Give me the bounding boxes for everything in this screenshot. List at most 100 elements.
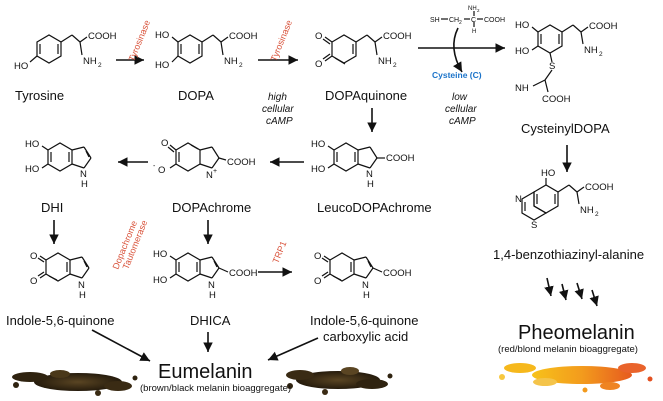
arrow-indole-quinone-acid-to-eumelanin <box>267 337 319 361</box>
arrow-indole-quinone-to-eumelanin <box>91 329 151 362</box>
benzothiazinyl-structure: HO S N COOH NH 2 <box>515 168 614 231</box>
dhica-n: N <box>208 280 215 291</box>
dhi-h: H <box>81 179 88 190</box>
dhica-cooh: COOH <box>229 268 258 279</box>
dopachrome-o: O <box>161 138 168 149</box>
condition-low-1: low <box>452 92 468 103</box>
eumelanin-blot-left <box>12 370 138 396</box>
indole-quinone-acid-structure: O O N H COOH <box>314 251 412 301</box>
benzothiazinyl-label: 1,4-benzothiazinyl-alanine <box>493 247 644 262</box>
tyrosine-nh: NH <box>83 56 97 67</box>
dhi-structure: HO HO N H <box>25 139 92 190</box>
indole-quinone-label: Indole-5,6-quinone <box>6 313 114 328</box>
indole-quinone-acid-label-2: carboxylic acid <box>323 329 408 344</box>
benzothiazinyl-nh: NH <box>580 205 594 216</box>
benzothiazinyl-cooh: COOH <box>585 182 614 193</box>
dhica-structure: HO HO N H COOH <box>153 249 258 301</box>
cysteinyldopa-cooh-1: COOH <box>589 21 618 32</box>
dhica-ho-1: HO <box>153 249 167 260</box>
dopa-cooh: COOH <box>229 31 258 42</box>
cysteinyldopa-nh-1-sub: 2 <box>599 51 603 58</box>
dopachrome-label: DOPAchrome <box>172 200 251 215</box>
tyrosine-structure: COOH NH 2 HO <box>14 31 117 72</box>
dopa-ho-1: HO <box>155 30 169 41</box>
condition-high-2: cellular <box>262 104 294 115</box>
leucodopachrome-n: N <box>366 169 373 180</box>
cysteine-ch-sub: 2 <box>459 20 462 26</box>
arrow-pheo-3 <box>574 282 584 300</box>
indole-quinone-acid-h: H <box>363 290 370 301</box>
indole-quinone-acid-o-1: O <box>314 251 321 262</box>
condition-high-3: cAMP <box>266 116 293 127</box>
cysteine-cooh: COOH <box>484 17 505 24</box>
leucodopachrome-ho-1: HO <box>311 139 325 150</box>
indole-quinone-acid-o-2: O <box>314 276 321 287</box>
pheomelanin-label: Pheomelanin <box>518 322 635 344</box>
dhica-label: DHICA <box>190 313 231 328</box>
dopa-nh: NH <box>224 56 238 67</box>
cysteinyldopa-ho-2: HO <box>515 46 529 57</box>
indole-quinone-structure: O O N H <box>30 251 90 301</box>
dhica-h: H <box>209 290 216 301</box>
cysteinyldopa-h2n: NH <box>515 83 529 94</box>
leucodopachrome-structure: HO HO N H COOH <box>311 139 415 190</box>
leucodopachrome-ho-2: HO <box>311 164 325 175</box>
dhi-n: N <box>80 169 87 180</box>
arrow-pheo-1 <box>544 277 554 297</box>
condition-low-2: cellular <box>445 104 477 115</box>
dopa-ho-2: HO <box>155 60 169 71</box>
dopaquinone-cooh: COOH <box>383 31 412 42</box>
tyrosine-ho: HO <box>14 61 28 72</box>
leucodopachrome-h: H <box>367 179 374 190</box>
cysteine-ch: CH <box>449 17 459 24</box>
arrow-cysteine-addition <box>453 27 463 73</box>
indole-quinone-h: H <box>79 290 86 301</box>
dopaquinone-o-1: O <box>315 31 322 42</box>
eumelanin-blot-right <box>286 367 393 395</box>
cysteine-sh: SH <box>430 17 440 24</box>
condition-high-1: high <box>268 92 287 103</box>
benzothiazinyl-n: N <box>515 194 522 205</box>
cysteinyldopa-s: S <box>549 61 555 72</box>
eumelanin-label: Eumelanin <box>158 361 253 383</box>
dopachrome-structure: O O - N + COOH <box>153 138 256 181</box>
dopaquinone-structure: COOH NH 2 O O <box>315 31 412 70</box>
tyrosine-nh-sub: 2 <box>98 62 102 69</box>
cysteine-label: Cysteine (C) <box>432 70 482 80</box>
dopachrome-minus: - <box>153 163 156 170</box>
cysteinyldopa-structure: COOH NH 2 HO HO S NH COOH <box>515 20 618 105</box>
condition-low-3: cAMP <box>449 116 476 127</box>
pheomelanin-blot <box>499 363 653 393</box>
dopachrome-cooh: COOH <box>227 157 256 168</box>
cysteinyldopa-cooh-2: COOH <box>542 94 571 105</box>
indole-quinone-o-1: O <box>30 251 37 262</box>
dopa-nh-sub: 2 <box>239 62 243 69</box>
enzyme-tyrosinase-1: Tyrosinase <box>127 19 153 63</box>
indole-quinone-acid-cooh: COOH <box>383 268 412 279</box>
tyrosine-label: Tyrosine <box>15 88 64 103</box>
dopaquinone-nh: NH <box>378 56 392 67</box>
dopaquinone-label: DOPAquinone <box>325 88 407 103</box>
dhi-label: DHI <box>41 200 63 215</box>
dopaquinone-nh-sub: 2 <box>393 62 397 69</box>
pheomelanin-sublabel: (red/blond melanin bioaggregate) <box>498 344 638 355</box>
indole-quinone-o-2: O <box>30 276 37 287</box>
enzyme-tyrosinase-2: Tyrosinase <box>269 19 295 63</box>
cysteine-nh-sub: 2 <box>477 8 480 13</box>
dhica-ho-2: HO <box>153 275 167 286</box>
cysteine-h: H <box>472 29 476 35</box>
dopa-structure: COOH NH 2 HO HO <box>155 30 258 71</box>
enzyme-trp1: TRP1 <box>271 240 289 265</box>
arrow-pheo-4 <box>589 289 599 307</box>
cysteine-c: C <box>471 17 476 24</box>
cysteinyldopa-label: CysteinylDOPA <box>521 121 610 136</box>
dopachrome-o-minus: O <box>158 165 165 176</box>
dopaquinone-o-2: O <box>315 59 322 70</box>
indole-quinone-acid-label-1: Indole-5,6-quinone <box>310 313 418 328</box>
indole-quinone-n: N <box>78 280 85 291</box>
dhi-ho-1: HO <box>25 139 39 150</box>
cysteinyldopa-nh-1: NH <box>584 45 598 56</box>
benzothiazinyl-nh-sub: 2 <box>595 211 599 218</box>
